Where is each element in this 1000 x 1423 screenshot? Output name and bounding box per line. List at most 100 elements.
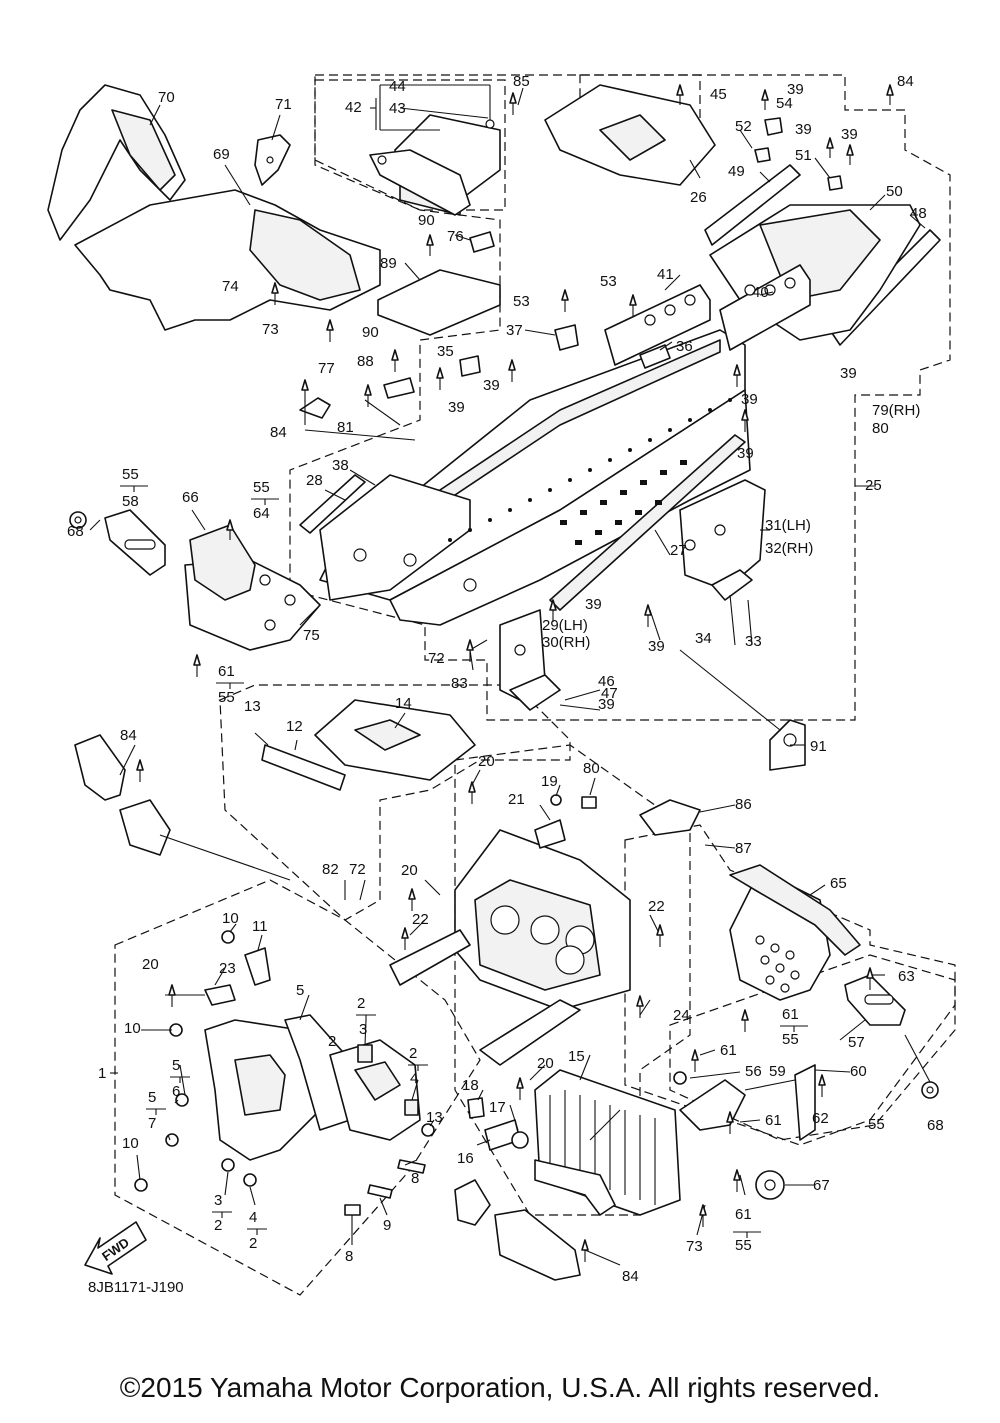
callout-72-a: 72: [428, 650, 445, 667]
part-10-nut-a: [221, 930, 235, 944]
callout-brackets: [120, 98, 808, 1238]
callout-5-a: 5: [296, 982, 304, 999]
part-41-gusset: [604, 284, 711, 366]
callout-20-b: 20: [401, 862, 418, 879]
callout-22-b: 22: [648, 898, 665, 915]
callout-17: 17: [489, 1099, 506, 1116]
callout-2-e: 2: [249, 1235, 257, 1252]
callout-13-a: 13: [244, 698, 261, 715]
callout-3-a: 3: [359, 1021, 367, 1038]
part-3-spacer: [357, 1044, 373, 1063]
callout-39-b: 39: [795, 121, 812, 138]
callout-19: 19: [541, 773, 558, 790]
callout-87: 87: [735, 840, 752, 857]
fastener-glyphs: [136, 84, 894, 1262]
front-hood-assembly: [47, 84, 381, 331]
callout-47: 47: [601, 685, 618, 702]
callout-71: 71: [275, 96, 292, 113]
part-46-bracket: [509, 674, 561, 711]
part-56-nut: [673, 1071, 687, 1085]
callout-57: 57: [848, 1034, 865, 1051]
callout-8-b: 8: [345, 1248, 353, 1265]
callout-32: 32(RH): [765, 540, 813, 557]
part-17-clamp: [511, 1131, 529, 1149]
callout-39-a: 39: [787, 81, 804, 98]
part-28-bar: [299, 474, 366, 534]
callout-37: 37: [506, 322, 523, 339]
callout-16: 16: [457, 1150, 474, 1167]
callout-48: 48: [910, 205, 927, 222]
part-34-bracket: [711, 569, 753, 601]
tunnel-holes: [353, 277, 796, 656]
callout-61-b: 61: [782, 1006, 799, 1023]
callout-84-a: 84: [897, 73, 914, 90]
callout-28: 28: [306, 472, 323, 489]
callout-61-a: 61: [218, 663, 235, 680]
callout-3-b: 3: [214, 1192, 222, 1209]
part-84-cover-b: [119, 799, 171, 856]
callout-69: 69: [213, 146, 230, 163]
fwd-arrow: [84, 1221, 147, 1275]
outline-right-front: [624, 824, 956, 1146]
part-35-bracket: [459, 355, 481, 377]
part-11-bracket: [244, 947, 271, 986]
part-tunnel-side: [389, 389, 751, 626]
callout-40: 40: [752, 284, 769, 301]
callout-72-b: 72: [349, 861, 366, 878]
part-36-bracket: [639, 344, 671, 369]
callout-55-e: 55: [868, 1116, 885, 1133]
callout-83: 83: [451, 675, 468, 692]
callout-31: 31(LH): [765, 517, 811, 534]
callout-62: 62: [812, 1110, 829, 1127]
part-8-bolt-b: [397, 1159, 426, 1174]
callout-20-c: 20: [142, 956, 159, 973]
callout-61-e: 61: [735, 1206, 752, 1223]
callout-41: 41: [657, 266, 674, 283]
part-70-duct: [111, 109, 176, 191]
callout-81: 81: [337, 419, 354, 436]
left-step-assembly: [69, 509, 321, 651]
part-hose-lower: [534, 1159, 616, 1216]
part-84-box: [494, 1209, 581, 1281]
callout-63: 63: [898, 968, 915, 985]
part-2-window: [354, 1061, 401, 1101]
part-13-nut: [421, 1123, 435, 1137]
callout-39-c: 39: [841, 126, 858, 143]
callout-11: 11: [252, 918, 268, 935]
callout-26: 26: [690, 189, 707, 206]
part-4-bushing: [243, 1173, 257, 1187]
callout-53-b: 53: [513, 293, 530, 310]
callout-65: 65: [830, 875, 847, 892]
callout-39-i: 39: [585, 596, 602, 613]
callout-39-d: 39: [483, 377, 500, 394]
right-front-assembly: [639, 799, 939, 1200]
outline-sub-rear: [579, 74, 701, 156]
callout-61-c: 61: [720, 1042, 737, 1059]
callout-39-k: 39: [598, 696, 615, 713]
callout-27: 27: [670, 542, 687, 559]
callout-91: 91: [810, 738, 827, 755]
callout-2-d: 2: [214, 1217, 222, 1234]
part-frame-rail-right: [479, 999, 581, 1066]
callout-70: 70: [158, 89, 175, 106]
part-69-inner: [249, 209, 361, 301]
callout-10-c: 10: [122, 1135, 139, 1152]
callout-21: 21: [508, 791, 525, 808]
callout-55-a: 55: [122, 466, 139, 483]
callout-15: 15: [568, 1048, 585, 1065]
callout-59: 59: [769, 1063, 786, 1080]
callout-75: 75: [303, 627, 320, 644]
part-3-bushing: [221, 1158, 235, 1172]
part-80-bolt: [581, 796, 597, 809]
callout-53-a: 53: [600, 273, 617, 290]
callout-55-c: 55: [218, 689, 235, 706]
callout-82: 82: [322, 861, 339, 878]
callout-10-b: 10: [124, 1020, 141, 1037]
part-frame-rail-left: [389, 929, 471, 986]
part-9-bolt: [367, 1184, 393, 1199]
part-52-tab: [754, 147, 771, 163]
callout-24: 24: [673, 1007, 690, 1024]
callout-58: 58: [122, 493, 139, 510]
callout-66: 66: [182, 489, 199, 506]
callout-8-a: 8: [411, 1170, 419, 1187]
